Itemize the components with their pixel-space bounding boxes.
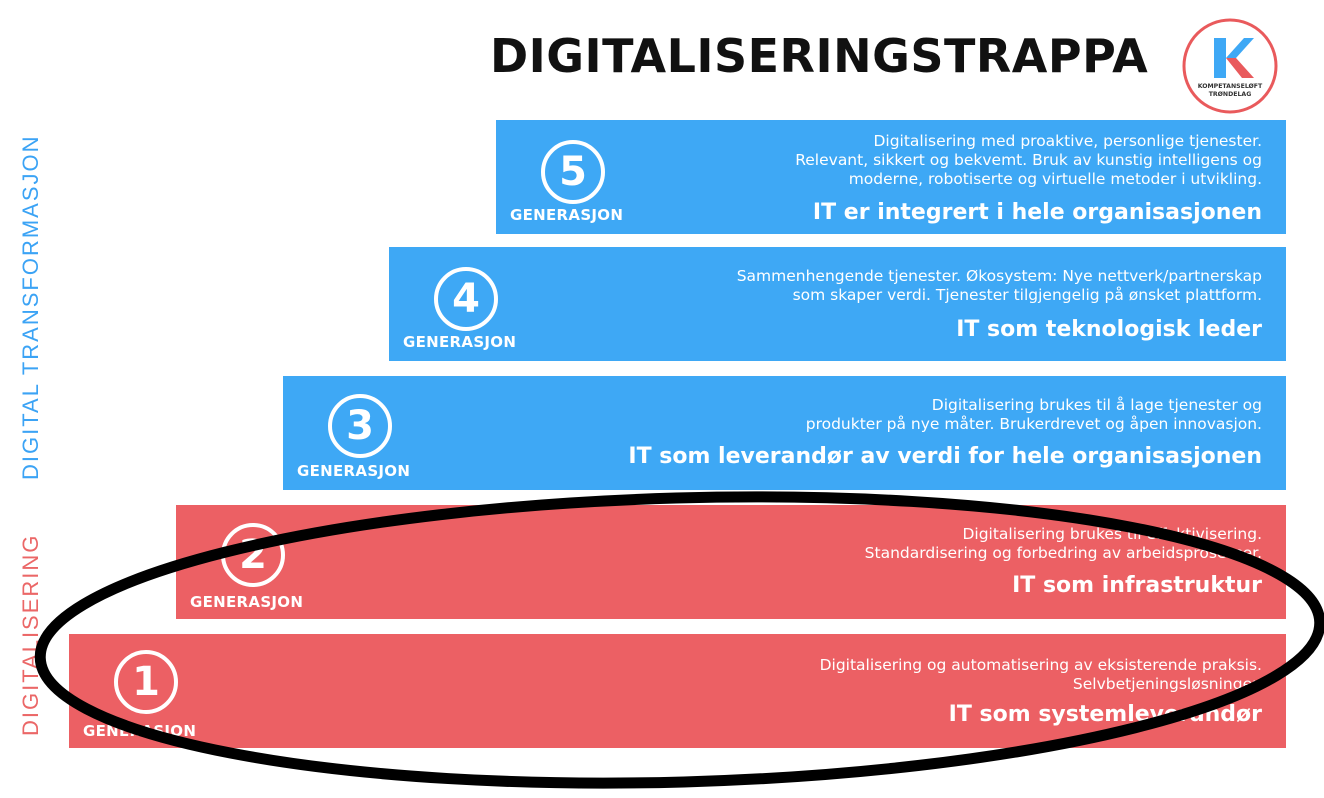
description-line: Sammenhengende tjenester. Økosystem: Nye… — [736, 267, 1262, 285]
step-number-circle: 1 — [114, 650, 178, 714]
step-headline: IT som teknologisk leder — [956, 317, 1262, 342]
logo-ring — [1182, 18, 1278, 114]
logo-k-upper-arm — [1226, 38, 1254, 58]
step-headline: IT som infrastruktur — [1012, 573, 1262, 598]
logo-text-line1: KOMPETANSELØFT — [1198, 82, 1263, 90]
step-headline: IT som leverandør av verdi for hele orga… — [628, 444, 1262, 469]
side-label-digital-transformation: DIGITAL TRANSFORMASJON — [18, 134, 43, 480]
description-line: Digitalisering brukes til å lage tjenest… — [931, 396, 1262, 414]
logo-k-lower-arm — [1226, 58, 1254, 78]
step-generation-1: 1 GENERASJON Digitalisering og automatis… — [69, 634, 1286, 748]
step-generation-5: 5 GENERASJON Digitalisering med proaktiv… — [496, 120, 1286, 234]
description-line: Digitalisering brukes til effektiviserin… — [962, 525, 1262, 543]
step-description: Digitalisering brukes til å lage tjenest… — [806, 396, 1262, 434]
logo-text-line2: TRØNDELAG — [1209, 90, 1252, 98]
step-headline: IT som systemleverandør — [948, 702, 1262, 727]
generation-label: GENERASJON — [83, 722, 197, 740]
step-description: Sammenhengende tjenester. Økosystem: Nye… — [737, 267, 1262, 305]
description-line: Relevant, sikkert og bekvemt. Bruk av ku… — [795, 151, 1262, 169]
generation-label: GENERASJON — [403, 333, 517, 351]
logo-k-stem — [1214, 38, 1226, 78]
page-title: DIGITALISERINGSTRAPPA — [490, 29, 1149, 83]
step-description: Digitalisering brukes til effektiviserin… — [865, 525, 1262, 563]
generation-label: GENERASJON — [510, 206, 624, 224]
generation-label: GENERASJON — [190, 593, 304, 611]
step-generation-4: 4 GENERASJON Sammenhengende tjenester. Ø… — [389, 247, 1286, 361]
side-label-digitalization: DIGITALISERING — [18, 533, 43, 736]
step-description: Digitalisering med proaktive, personlige… — [795, 132, 1262, 189]
step-number-circle: 5 — [541, 140, 605, 204]
logo-graphic: KOMPETANSELØFT TRØNDELAG — [1182, 18, 1278, 114]
description-line: som skaper verdi. Tjenester tilgjengelig… — [792, 286, 1262, 304]
step-number-circle: 3 — [328, 394, 392, 458]
description-line: produkter på nye måter. Brukerdrevet og … — [805, 415, 1262, 433]
step-generation-3: 3 GENERASJON Digitalisering brukes til å… — [283, 376, 1286, 490]
description-line: Digitalisering og automatisering av eksi… — [819, 656, 1262, 674]
step-number-circle: 4 — [434, 267, 498, 331]
step-number-circle: 2 — [221, 523, 285, 587]
description-line: Selvbetjeningsløsninger. — [1072, 675, 1262, 693]
generation-label: GENERASJON — [297, 462, 411, 480]
description-line: Digitalisering med proaktive, personlige… — [873, 132, 1262, 150]
kompetanseloft-logo: KOMPETANSELØFT TRØNDELAG — [1180, 16, 1280, 116]
description-line: moderne, robotiserte og virtuelle metode… — [848, 170, 1262, 188]
step-generation-2: 2 GENERASJON Digitalisering brukes til e… — [176, 505, 1286, 619]
step-headline: IT er integrert i hele organisasjonen — [812, 200, 1262, 225]
description-line: Standardisering og forbedring av arbeids… — [864, 544, 1262, 562]
step-description: Digitalisering og automatisering av eksi… — [820, 656, 1262, 694]
